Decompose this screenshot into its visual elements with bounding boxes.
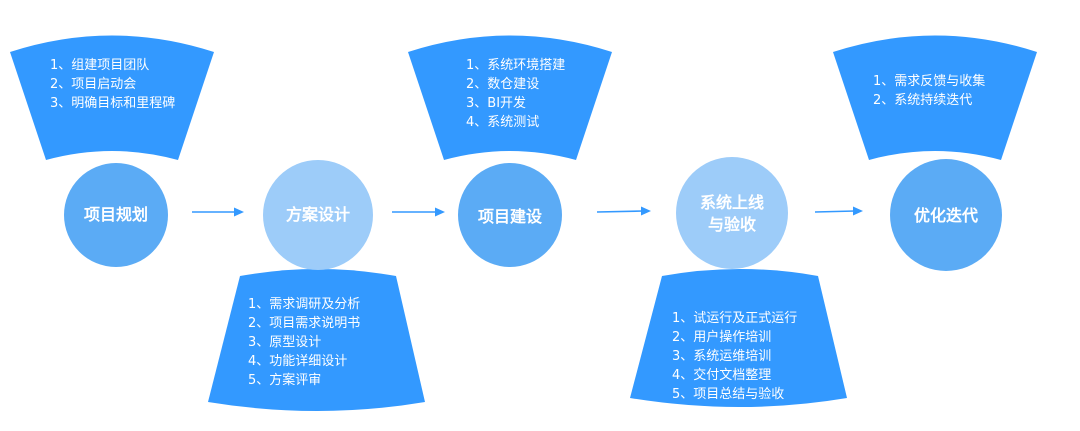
list-item: 1、试运行及正式运行 bbox=[672, 311, 798, 326]
list-item: 1、需求调研及分析 bbox=[248, 297, 361, 312]
stage-1-task-list: 1、组建项目团队 2、项目启动会 3、明确目标和里程碑 bbox=[50, 56, 175, 113]
stage-5-circle bbox=[890, 159, 1002, 271]
stage-1-circle bbox=[64, 163, 168, 267]
stage-1-task-fan bbox=[10, 35, 214, 160]
arrow-2-to-3 bbox=[392, 207, 445, 217]
stage-5-label: 优化迭代 bbox=[913, 206, 978, 225]
list-item: 4、功能详细设计 bbox=[248, 354, 348, 369]
stage-3-task-list: 1、系统环境搭建 2、数仓建设 3、BI开发 4、系统测试 bbox=[466, 56, 565, 132]
list-item: 2、系统持续迭代 bbox=[873, 93, 973, 108]
list-item: 2、项目需求说明书 bbox=[248, 316, 361, 331]
list-item: 1、需求反馈与收集 bbox=[873, 74, 986, 89]
arrow-3-to-4 bbox=[596, 206, 651, 216]
list-item: 3、系统运维培训 bbox=[672, 349, 772, 364]
list-item: 2、项目启动会 bbox=[50, 77, 137, 92]
stage-4-label: 系统上线 与验收 bbox=[699, 193, 764, 234]
arrow-1-to-2 bbox=[192, 207, 244, 217]
stage-2-task-list: 1、需求调研及分析 2、项目需求说明书 3、原型设计 4、功能详细设计 5、方案… bbox=[248, 295, 360, 390]
list-item: 5、方案评审 bbox=[248, 373, 322, 388]
arrow-4-to-5 bbox=[814, 206, 863, 216]
stage-1-label: 项目规划 bbox=[83, 205, 148, 224]
list-item: 4、交付文档整理 bbox=[672, 368, 772, 383]
stage-3-label: 项目建设 bbox=[477, 207, 542, 226]
stage-4-task-list: 1、试运行及正式运行 2、用户操作培训 3、系统运维培训 4、交付文档整理 5、… bbox=[672, 309, 797, 404]
list-item: 3、原型设计 bbox=[248, 335, 322, 350]
stage-3-circle bbox=[458, 163, 562, 267]
list-item: 4、系统测试 bbox=[466, 115, 540, 130]
stage-4-circle bbox=[676, 157, 788, 269]
list-item: 2、数仓建设 bbox=[466, 77, 540, 92]
list-item: 1、组建项目团队 bbox=[50, 58, 150, 73]
stage-5-task-list: 1、需求反馈与收集 2、系统持续迭代 bbox=[873, 72, 985, 110]
list-item: 5、项目总结与验收 bbox=[672, 387, 785, 402]
stage-3-task-fan bbox=[408, 35, 612, 160]
stage-2-circle bbox=[263, 160, 373, 270]
stage-4-task-fan bbox=[630, 269, 847, 407]
stage-5-task-fan bbox=[833, 35, 1037, 160]
stage-2-task-fan bbox=[208, 269, 425, 411]
stage-2-label: 方案设计 bbox=[285, 205, 350, 224]
list-item: 2、用户操作培训 bbox=[672, 330, 772, 345]
list-item: 1、系统环境搭建 bbox=[466, 58, 566, 73]
list-item: 3、明确目标和里程碑 bbox=[50, 96, 176, 111]
list-item: 3、BI开发 bbox=[466, 96, 527, 111]
